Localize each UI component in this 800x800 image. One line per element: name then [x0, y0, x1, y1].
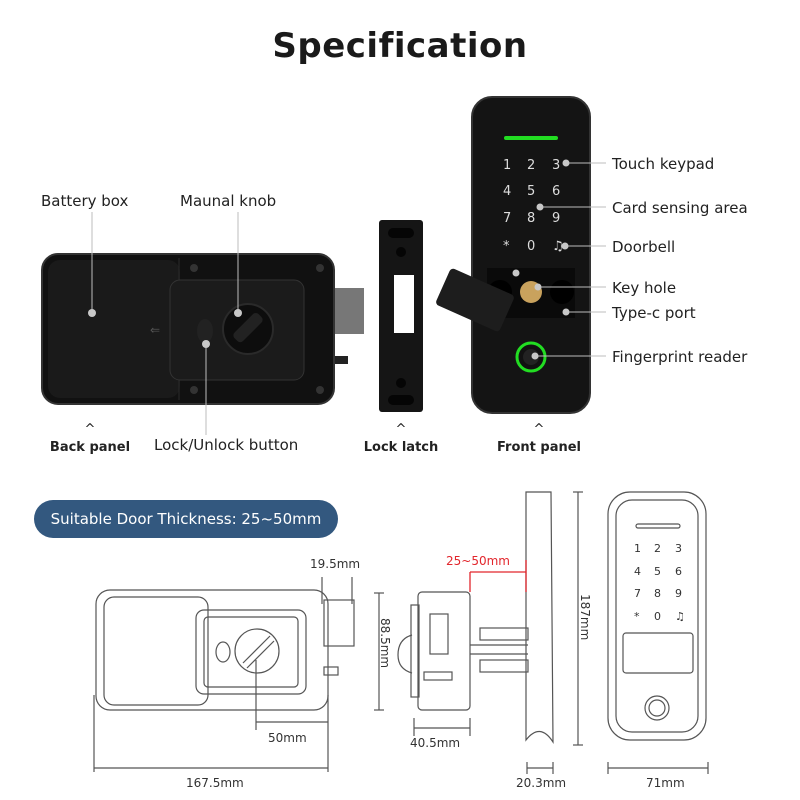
- label-front-panel: Front panel: [497, 440, 581, 455]
- svg-text:2: 2: [654, 542, 661, 555]
- label-type-c-port: Type-c port: [612, 304, 696, 322]
- svg-text:4: 4: [503, 184, 511, 199]
- svg-text:5: 5: [527, 184, 535, 199]
- svg-text:0: 0: [654, 610, 661, 623]
- label-back-panel: Back panel: [49, 440, 131, 455]
- dim-front-height: 187mm: [578, 594, 592, 641]
- label-card-sensing-area: Card sensing area: [612, 199, 748, 217]
- label-touch-keypad: Touch keypad: [612, 155, 715, 173]
- keypad-digits: 1 2 3 4 5 6 7 8 9 * 0 ♫: [503, 158, 564, 254]
- svg-text:9: 9: [675, 587, 682, 600]
- back-panel-illustration: ⇐: [41, 253, 364, 405]
- svg-text:3: 3: [675, 542, 682, 555]
- callout-dots: [88, 159, 570, 360]
- dim-front-width: 71mm: [646, 776, 685, 790]
- svg-text:⇐: ⇐: [150, 323, 160, 337]
- svg-text:1: 1: [634, 542, 641, 555]
- svg-text:0: 0: [527, 239, 535, 254]
- label-lock-unlock-button: Lock/Unlock button: [154, 436, 299, 454]
- svg-text:3: 3: [552, 158, 560, 173]
- caret-icon: ^: [533, 422, 545, 437]
- dim-back-depth: 40.5mm: [410, 736, 461, 750]
- svg-text:2: 2: [527, 158, 535, 173]
- callout-lines: [91, 162, 606, 435]
- page-title: Specification: [272, 26, 528, 66]
- svg-text:9: 9: [552, 211, 560, 226]
- svg-text:*: *: [634, 610, 640, 623]
- dimension-drawings: [93, 491, 709, 774]
- label-battery-box: Battery box: [41, 192, 129, 210]
- front-panel-illustration: [436, 96, 591, 414]
- dim-door-range: 25~50mm: [446, 554, 510, 568]
- door-thickness-badge: Suitable Door Thickness: 25~50mm: [34, 500, 338, 538]
- svg-text:8: 8: [527, 211, 535, 226]
- dim-width-back: 167.5mm: [186, 776, 244, 790]
- svg-text:7: 7: [634, 587, 641, 600]
- door-range-red: [469, 560, 527, 592]
- label-doorbell: Doorbell: [612, 238, 676, 256]
- caret-icon: ^: [395, 422, 407, 437]
- svg-text:7: 7: [503, 211, 511, 226]
- svg-text:6: 6: [552, 184, 560, 199]
- dim-height-back: 88.5mm: [378, 618, 392, 669]
- svg-text:♫: ♫: [552, 239, 564, 254]
- svg-text:♫: ♫: [675, 610, 685, 623]
- lock-latch-illustration: [379, 220, 423, 412]
- dim-front-depth: 20.3mm: [516, 776, 567, 790]
- dim-latch-depth: 19.5mm: [310, 557, 361, 571]
- svg-text:8: 8: [654, 587, 661, 600]
- caret-icon: ^: [84, 422, 96, 437]
- label-manual-knob: Maunal knob: [180, 192, 277, 210]
- label-key-hole: Key hole: [612, 279, 677, 297]
- svg-text:5: 5: [654, 565, 661, 578]
- label-lock-latch: Lock latch: [363, 440, 439, 455]
- svg-text:4: 4: [634, 565, 641, 578]
- dim-knob-offset: 50mm: [268, 731, 307, 745]
- svg-text:1: 1: [503, 158, 511, 173]
- svg-text:6: 6: [675, 565, 682, 578]
- label-fingerprint-reader: Fingerprint reader: [612, 348, 748, 366]
- svg-text:*: *: [503, 239, 510, 254]
